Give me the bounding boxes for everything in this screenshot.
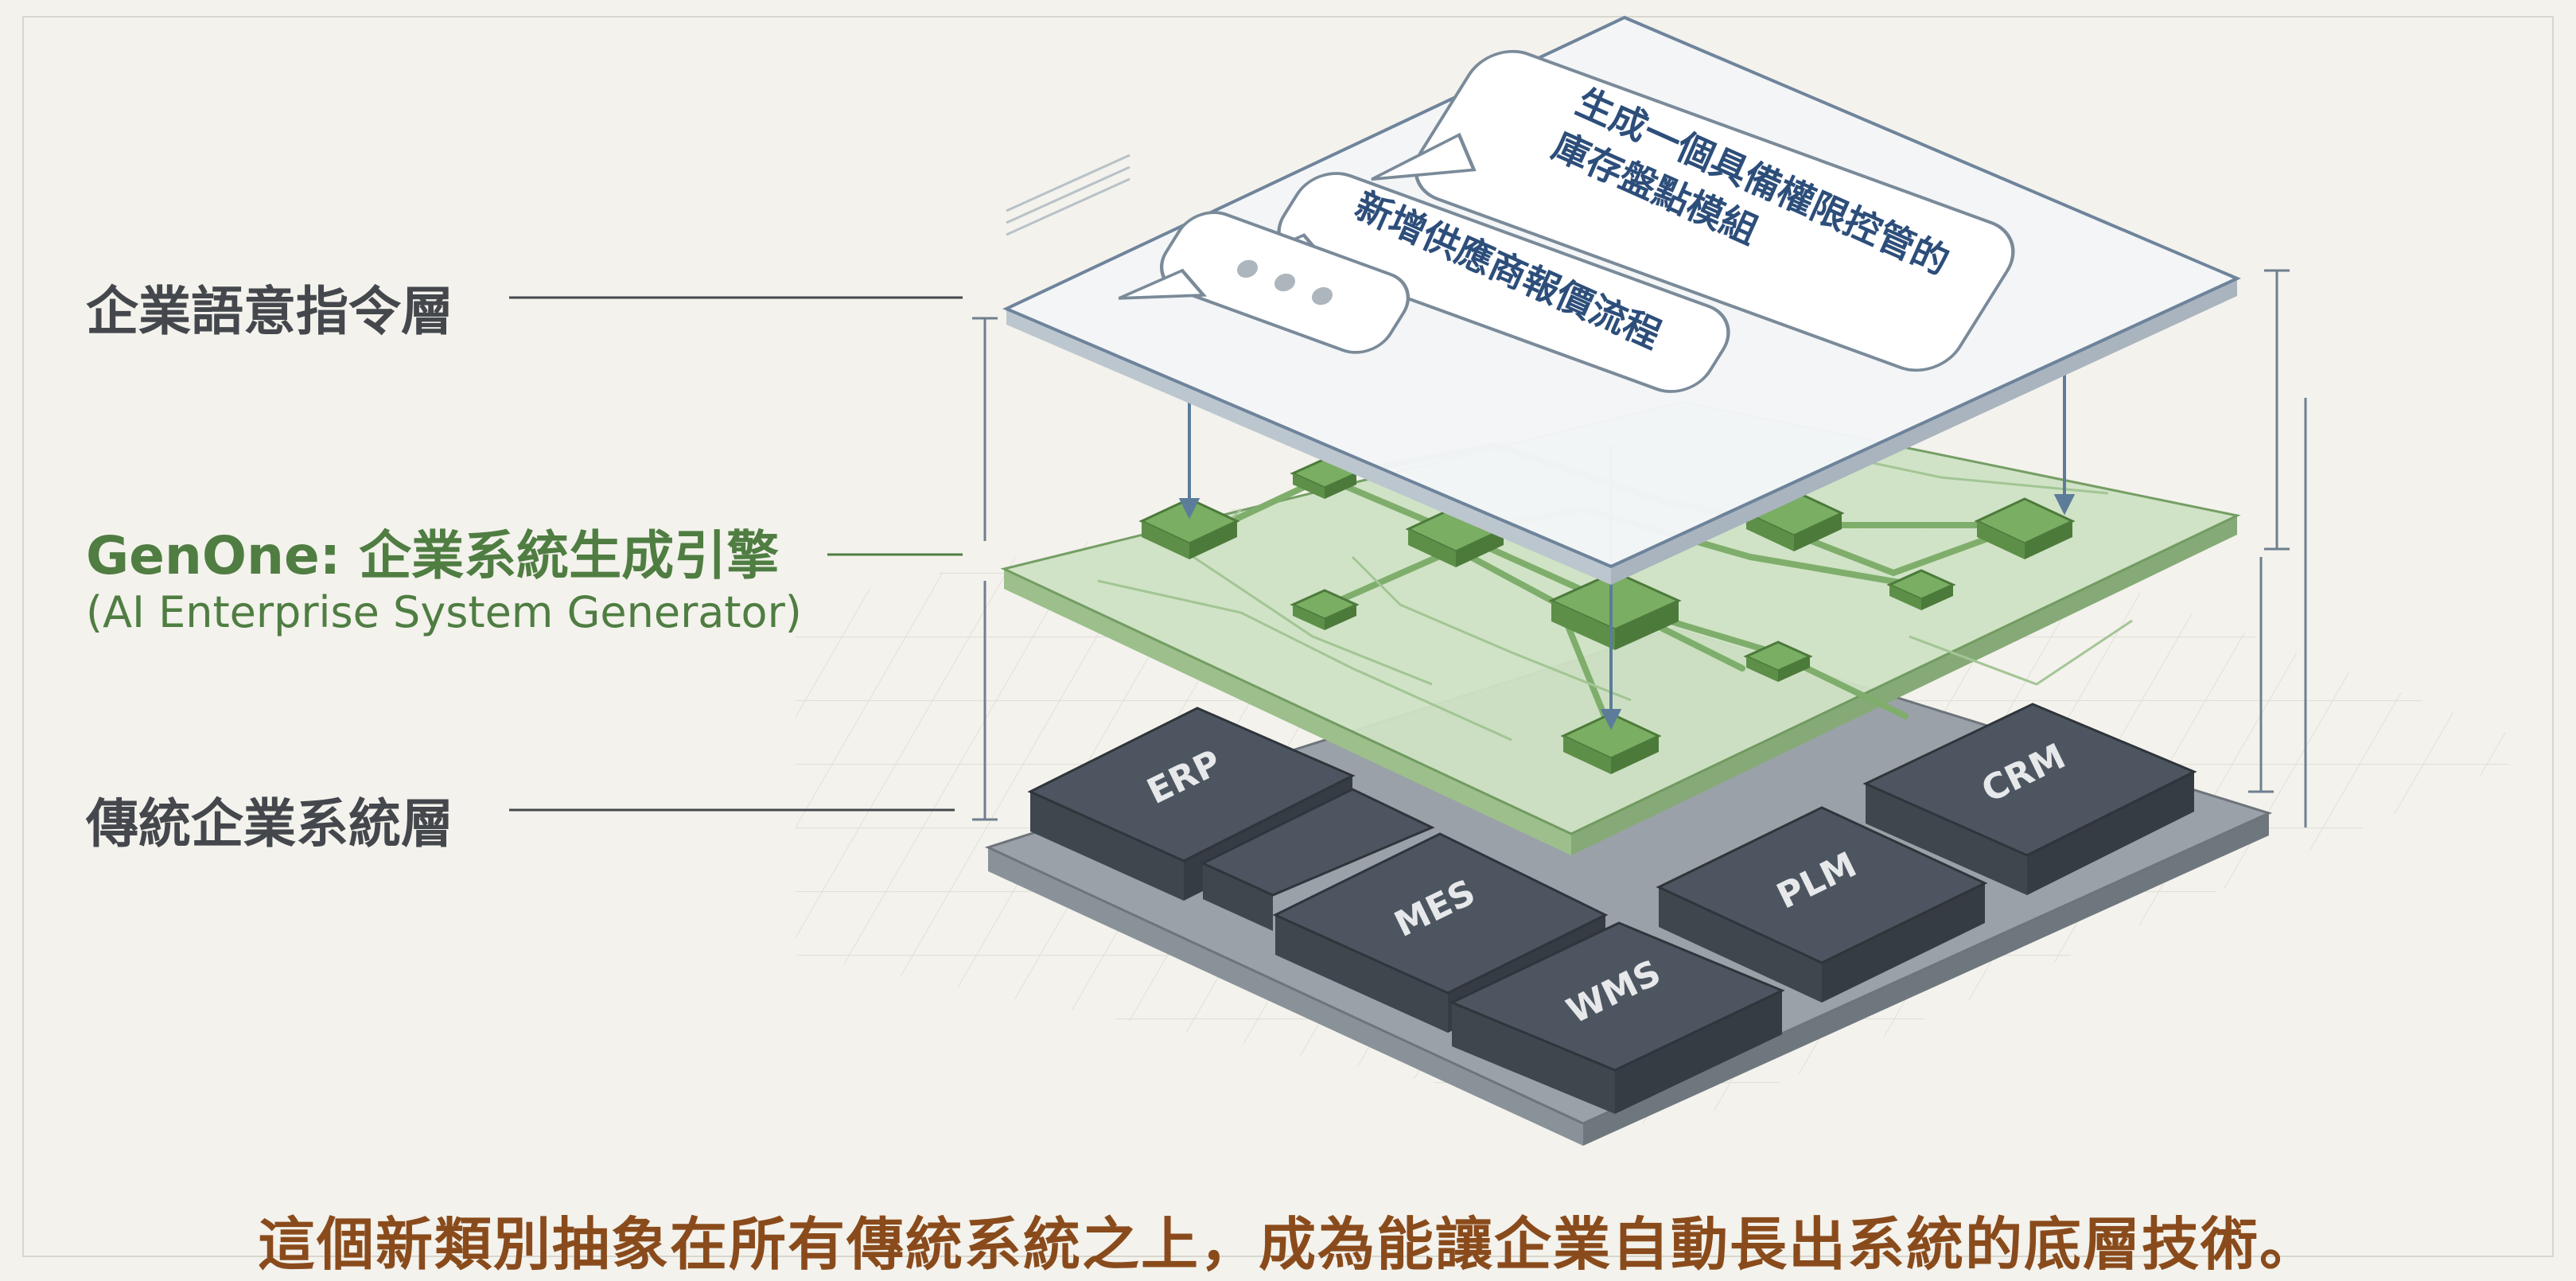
- diagram-frame: [22, 16, 2554, 1257]
- semantic-plane-side-right: [1611, 278, 2237, 585]
- circuit-chips: [1138, 458, 2076, 774]
- typing-dot-2: [1274, 273, 1296, 292]
- caption-text: 這個新類別抽象在所有傳統系統之上，成為能讓企業自動長出系統的底層技術。: [257, 1211, 2318, 1278]
- module-blocks: [1027, 703, 2197, 1114]
- legacy-base-side-right: [1583, 813, 2269, 1146]
- typing-dot-3: [1311, 286, 1333, 306]
- circuit-traces-thin: [1097, 444, 2133, 742]
- label-semantic-layer: 企業語意指令層: [86, 281, 453, 342]
- module-mes: [1272, 832, 1609, 995]
- module-crm: [1862, 703, 2197, 857]
- genone-board-side: [1004, 569, 1571, 855]
- right-dimension-arrows: [2248, 269, 2307, 827]
- chat-bubble-3: [1118, 211, 1411, 354]
- semantic-plane-side: [1006, 309, 1611, 585]
- left-dimension-arrows: [972, 317, 998, 821]
- typing-dot-1: [1236, 259, 1259, 278]
- label-genone-subtitle: (AI Enterprise System Generator): [86, 587, 802, 637]
- module-plm: [1656, 806, 1988, 964]
- module-wms: [1449, 921, 1785, 1072]
- hatch-decoration: [1006, 154, 1130, 236]
- genone-board-side-right: [1571, 516, 2237, 855]
- legacy-base-side: [988, 847, 1583, 1146]
- chat-bubble-1: [1371, 49, 2015, 372]
- label-genone-title: GenOne: 企業系統生成引擎: [86, 525, 780, 586]
- module-erp: [1027, 707, 1356, 862]
- label-legacy-layer: 傳統企業系統層: [86, 793, 453, 855]
